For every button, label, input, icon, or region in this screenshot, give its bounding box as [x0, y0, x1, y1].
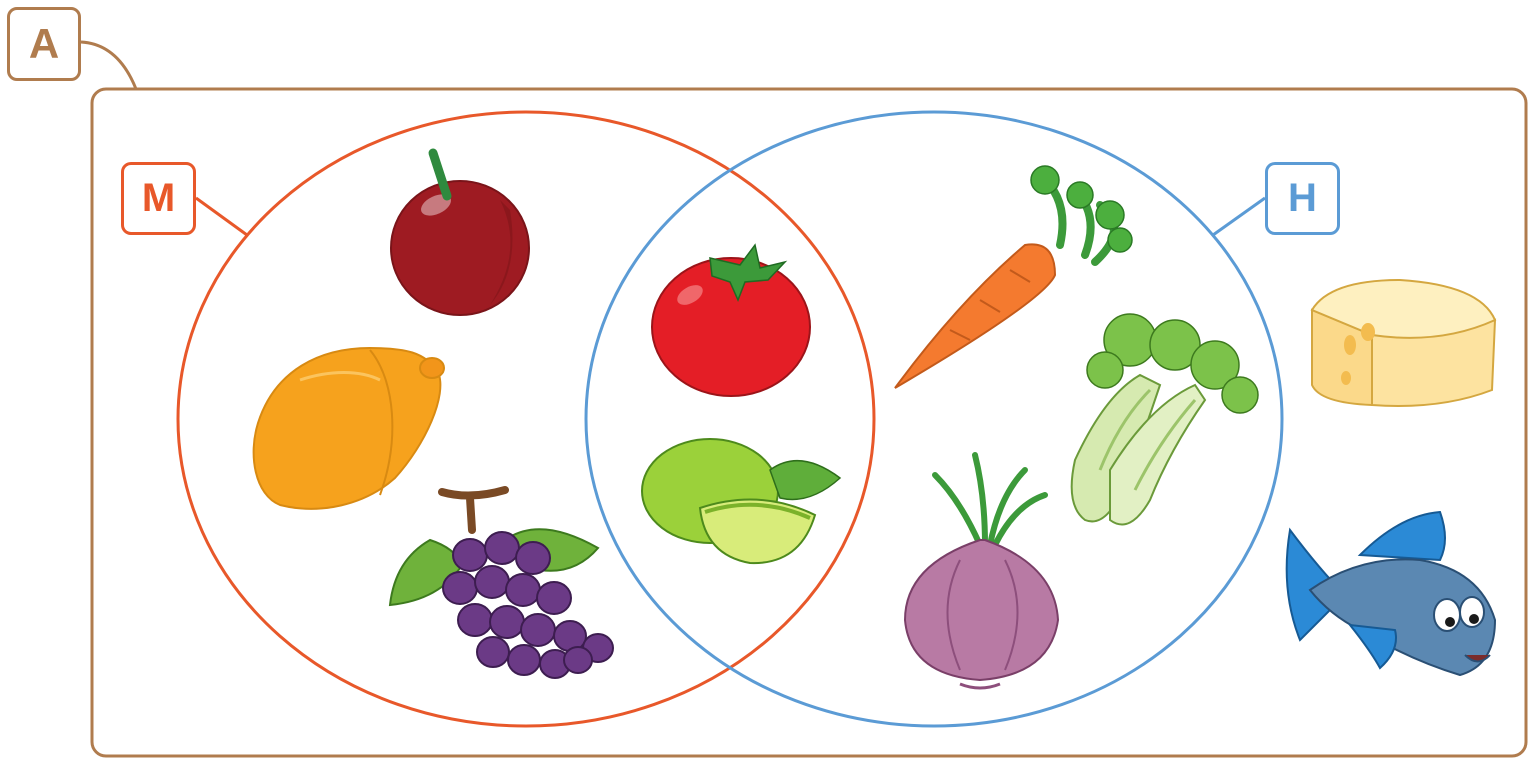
fish-icon	[1285, 510, 1497, 677]
tomato-icon	[651, 243, 811, 397]
set-h-connector	[1212, 196, 1266, 237]
grapes-icon	[388, 486, 614, 679]
celery-icon	[1070, 313, 1259, 526]
set-m-connector	[195, 196, 248, 237]
set-h-circle	[584, 110, 1284, 728]
universe-frame	[90, 87, 1528, 758]
onion-icon	[903, 452, 1060, 690]
set-m-circle	[176, 110, 876, 728]
carrot-icon	[894, 165, 1133, 389]
lime-icon	[641, 438, 842, 565]
universe-label: A	[7, 7, 81, 81]
set-h-label: H	[1265, 162, 1340, 235]
set-m-label: M	[121, 162, 196, 235]
universe-connector	[80, 40, 138, 90]
cheese-icon	[1310, 278, 1497, 407]
cherry-icon	[390, 148, 530, 316]
papaya-icon	[252, 346, 445, 510]
